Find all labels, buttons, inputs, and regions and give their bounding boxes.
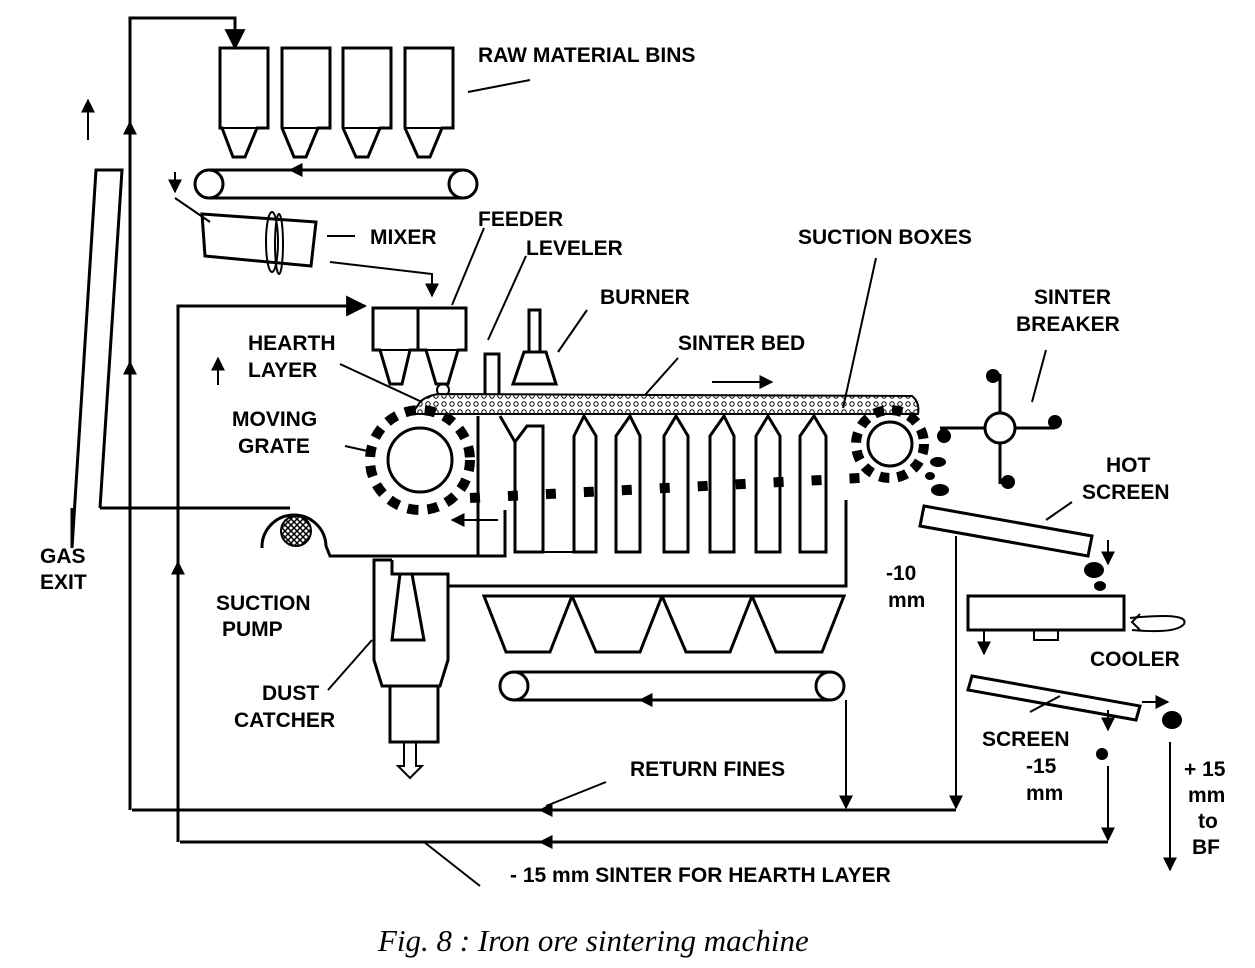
sinter-bed xyxy=(410,392,920,415)
return-fines-line xyxy=(128,16,246,810)
moving-grate xyxy=(365,405,929,515)
stack xyxy=(70,168,124,549)
cooler-label: COOLER xyxy=(1090,648,1180,671)
chute xyxy=(174,197,211,223)
raw-material-bins xyxy=(218,46,455,159)
feed-conveyor xyxy=(193,163,479,200)
return-fines-bins xyxy=(481,594,847,654)
sinter-breaker-leader xyxy=(1031,349,1047,403)
hearth-layer-leader xyxy=(339,363,423,403)
dust-catcher-label: DUST CATCHER xyxy=(234,682,335,732)
plus-15-label: + 15 mm to BF xyxy=(1184,758,1231,859)
minus-10-label: -10 mm xyxy=(886,562,925,612)
return-fines-label: RETURN FINES xyxy=(630,758,785,781)
sinter-bed-leader xyxy=(644,357,679,396)
hot-screen-label: HOT SCREEN xyxy=(1082,454,1170,504)
mixer-to-feeder-arrow xyxy=(329,261,439,298)
feeder-hopper xyxy=(371,306,468,397)
burner-label: BURNER xyxy=(600,286,690,309)
suction-boxes-leader xyxy=(842,257,877,409)
suction-boxes xyxy=(448,412,848,588)
leveler-label: LEVELER xyxy=(526,237,623,260)
burner-leader xyxy=(557,309,588,353)
dust-catcher xyxy=(372,558,450,780)
raw-material-bins-label: RAW MATERIAL BINS xyxy=(478,44,695,67)
sinter-breaker xyxy=(937,369,1062,489)
hot-screen xyxy=(918,504,1094,558)
raw-bins-leader xyxy=(467,79,531,93)
screen-leader xyxy=(1029,695,1061,713)
mixer xyxy=(200,211,318,275)
hearth-sinter-label: - 15 mm SINTER FOR HEARTH LAYER xyxy=(510,864,891,887)
sinter-lumps xyxy=(1084,562,1106,591)
suction-pump-label: SUCTION PUMP xyxy=(216,592,316,641)
hearth-sinter-leader xyxy=(423,841,481,887)
suction-boxes-label: SUCTION BOXES xyxy=(798,226,972,249)
mixer-label: MIXER xyxy=(370,226,437,249)
figure-caption: Fig. 8 : Iron ore sintering machine xyxy=(377,923,809,958)
moving-grate-label: MOVING GRATE xyxy=(232,408,323,458)
cooler xyxy=(966,594,1186,641)
suction-pump xyxy=(260,510,507,558)
screen xyxy=(966,674,1142,722)
hearth-sinter-line xyxy=(176,295,368,842)
hot-screen-leader xyxy=(1045,501,1073,521)
sinter-breaker-label: SINTER BREAKER xyxy=(1016,286,1120,336)
moving-grate-leader xyxy=(344,445,373,453)
leveler-leader xyxy=(487,255,527,341)
burner xyxy=(510,308,559,386)
sinter-lumps xyxy=(1096,711,1182,760)
leveler xyxy=(483,352,501,398)
feeder-leader xyxy=(451,227,485,306)
hearth-layer-label: HEARTH LAYER xyxy=(248,332,341,382)
screen-label: SCREEN -15 mm xyxy=(982,728,1075,805)
return-fines-leader xyxy=(545,781,607,807)
dust-catcher-leader xyxy=(327,639,373,691)
gas-exit-label: GAS EXIT xyxy=(40,545,91,594)
sinter-bed-label: SINTER BED xyxy=(678,332,805,355)
return-conveyor xyxy=(498,670,846,707)
sinter-lumps xyxy=(925,457,949,496)
feeder-label: FEEDER xyxy=(478,208,563,231)
